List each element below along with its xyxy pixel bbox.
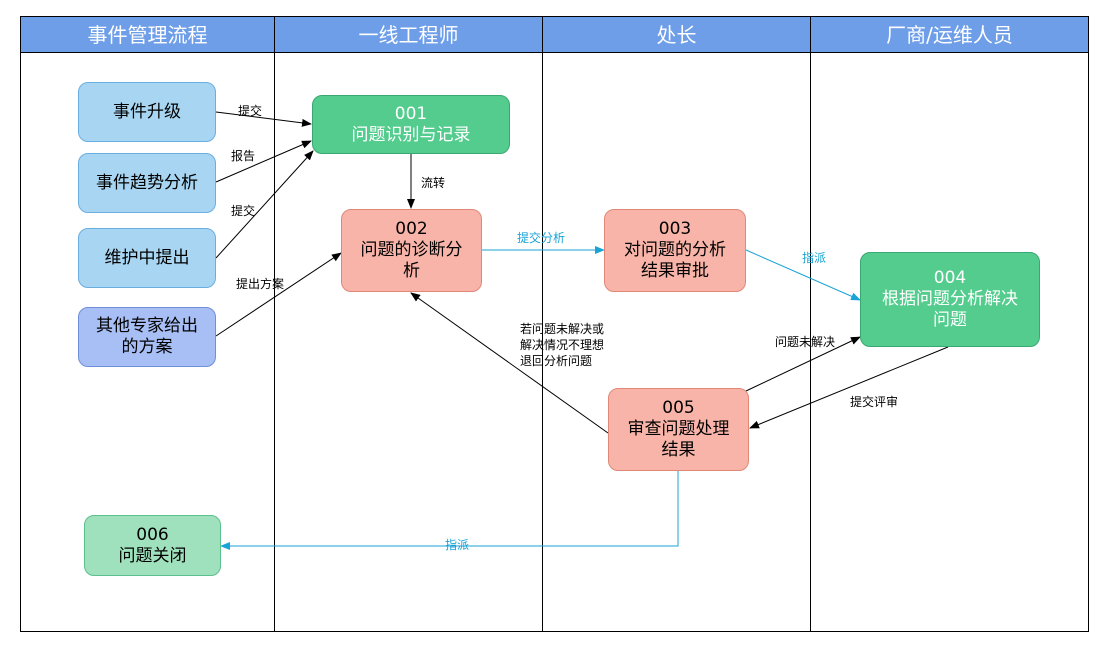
edge-label-return-line1: 若问题未解决或	[520, 322, 605, 336]
lane-header-incident: 事件管理流程	[20, 16, 275, 53]
node-004-id: 004	[933, 268, 967, 288]
edge-expert-to-002	[215, 252, 342, 337]
node-002-line2: 析	[403, 261, 420, 281]
node-003[interactable]: 003 对问题的分析 结果审批	[604, 209, 746, 292]
header-divider	[20, 52, 1089, 53]
edge-label-propose: 提出方案	[236, 277, 285, 291]
edge-label-report: 报告	[231, 149, 256, 163]
node-003-line1: 对问题的分析	[624, 240, 726, 260]
edge-005-to-004	[745, 336, 861, 392]
node-005[interactable]: 005 审查问题处理 结果	[608, 388, 749, 471]
edge-label-return-line2: 解决情况不理想	[520, 338, 605, 352]
edge-label-assign-2: 指派	[445, 538, 470, 552]
edge-label-submit-analysis: 提交分析	[517, 231, 566, 245]
edge-label-transfer: 流转	[421, 176, 446, 190]
node-event-upgrade-label: 事件升级	[113, 101, 181, 122]
lane-header-vendor: 厂商/运维人员	[810, 16, 1089, 53]
swimlane-frame	[20, 16, 1089, 632]
edge-label-unresolved: 问题未解决	[775, 335, 836, 349]
edge-004-to-005	[749, 346, 949, 429]
node-expert-solution-line2: 的方案	[121, 337, 173, 357]
node-event-trend[interactable]: 事件趋势分析	[78, 153, 216, 213]
edge-label-submit-2: 提交	[231, 204, 256, 218]
node-006-label: 问题关闭	[118, 545, 187, 566]
lane-divider-2	[542, 53, 543, 632]
node-005-line1: 审查问题处理	[627, 419, 730, 439]
node-005-line2: 结果	[661, 440, 696, 460]
edge-label-submit-1: 提交	[238, 104, 263, 118]
edge-label-submit-review: 提交评审	[850, 395, 899, 409]
lane-divider-1	[274, 53, 275, 632]
node-event-trend-label: 事件趋势分析	[96, 172, 198, 193]
edge-label-return-line3: 退回分析问题	[520, 354, 593, 368]
node-002-id: 002	[395, 219, 428, 239]
edge-upgrade-to-001	[215, 111, 312, 127]
node-006[interactable]: 006 问题关闭	[84, 515, 221, 576]
node-002[interactable]: 002 问题的诊断分 析	[341, 209, 482, 292]
edge-005-to-002	[410, 292, 609, 434]
node-003-line2: 结果审批	[641, 261, 709, 281]
node-maintenance[interactable]: 维护中提出	[78, 228, 216, 288]
node-003-id: 003	[658, 219, 692, 239]
edge-label-assign-1: 指派	[802, 251, 827, 265]
node-expert-solution-line1: 其他专家给出	[96, 316, 198, 336]
node-expert-solution[interactable]: 其他专家给出 的方案	[78, 307, 216, 367]
edge-trend-to-001	[215, 140, 312, 183]
node-004-line1: 根据问题分析解决	[882, 289, 1018, 309]
node-maintenance-label: 维护中提出	[104, 247, 190, 268]
node-001-label: 问题识别与记录	[351, 124, 471, 145]
node-001[interactable]: 001 问题识别与记录	[312, 95, 510, 154]
edge-maint-to-001	[215, 150, 314, 259]
node-004-line2: 问题	[933, 310, 967, 330]
node-004[interactable]: 004 根据问题分析解决 问题	[860, 252, 1040, 347]
lane-header-director: 处长	[542, 16, 811, 53]
node-006-id: 006	[136, 524, 169, 545]
node-001-id: 001	[394, 103, 428, 124]
node-005-id: 005	[662, 398, 695, 418]
edge-003-to-004	[745, 249, 861, 301]
edge-005-to-006	[220, 471, 679, 550]
lane-divider-3	[810, 53, 811, 632]
node-event-upgrade[interactable]: 事件升级	[78, 82, 216, 142]
node-002-line1: 问题的诊断分	[360, 240, 463, 260]
